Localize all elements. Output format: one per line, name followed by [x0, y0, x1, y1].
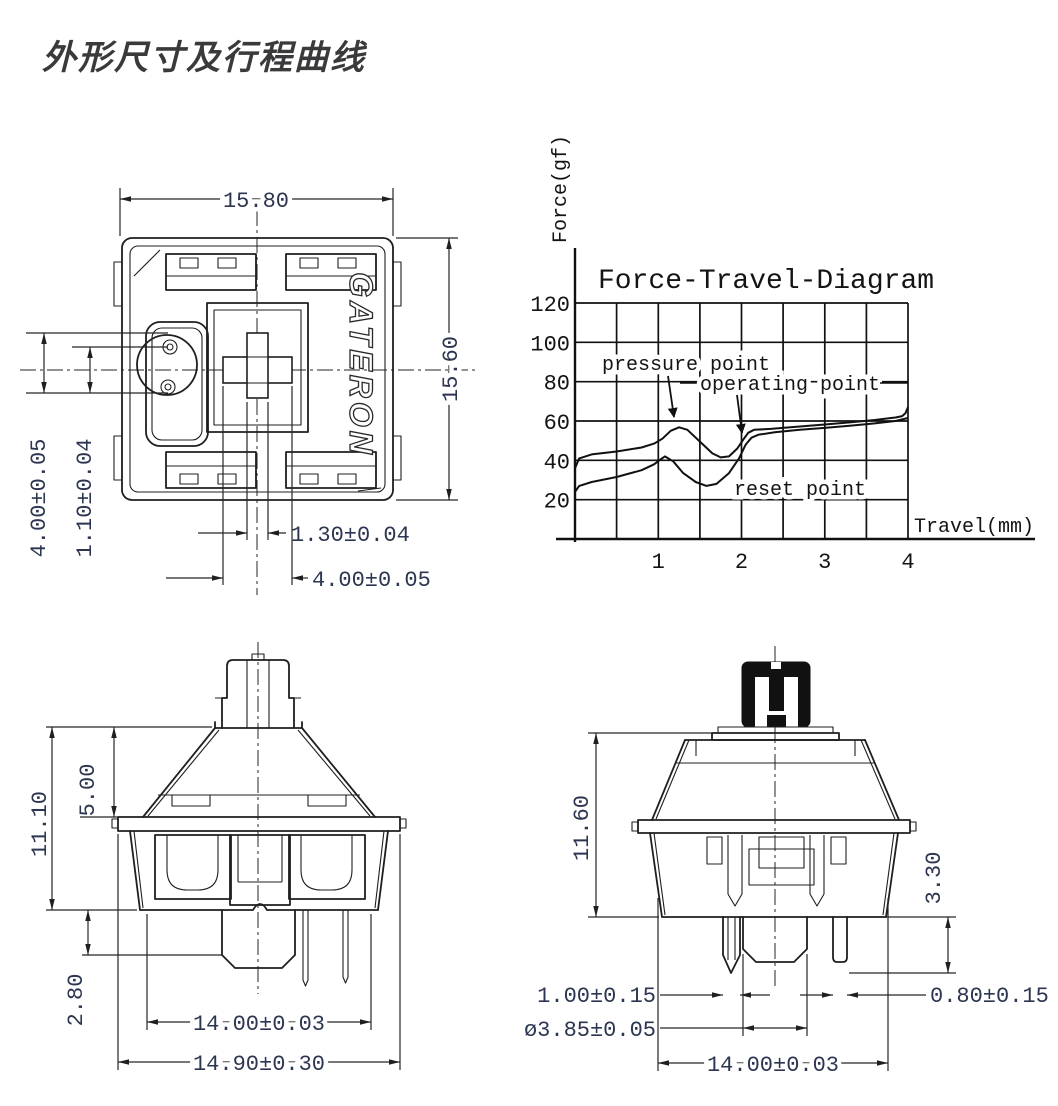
dim-led-offset: 1.10±0.04	[73, 439, 98, 558]
dim-side-bottom-width: 14.00±0.03	[707, 1053, 839, 1078]
stem-black	[741, 661, 811, 728]
y-tick-label: 40	[544, 450, 570, 475]
top-view-drawing: GATERON 15.80 15.60 4.00±0.05 1.10±0.04 …	[20, 185, 476, 595]
x-tick-labels: 1 2 3 4	[652, 550, 915, 575]
force-travel-chart: Force-Travel-Diagram Force(gf) Travel(mm…	[530, 135, 1035, 575]
dim-pin-thickness: 0.80±0.15	[930, 984, 1049, 1009]
stem-cross	[222, 332, 293, 399]
dim-post-diameter: ø3.85±0.05	[524, 1018, 656, 1043]
y-tick-label: 120	[530, 293, 570, 318]
dim-overall-width: 15.80	[223, 189, 289, 214]
x-tick-label: 1	[652, 550, 665, 575]
side-view-dimensions: 11.60 3.30 1.00±0.15 ø3.85±0.05 0.80±0.1…	[524, 732, 1049, 1083]
dim-front-height: 11.10	[28, 791, 53, 857]
dim-stem-rib: 1.30±0.04	[291, 523, 410, 548]
x-tick-label: 3	[818, 550, 831, 575]
operating-point-arrow	[735, 394, 746, 434]
x-axis-label: Travel(mm)	[914, 516, 1034, 539]
dim-pin-width: 1.00±0.15	[537, 984, 656, 1009]
top-view-dimensions: 15.80 15.60 4.00±0.05 1.10±0.04 1.30±0.0…	[26, 185, 469, 593]
y-tick-label: 80	[544, 372, 570, 397]
front-view-body	[111, 653, 407, 987]
curve-press	[574, 406, 909, 469]
annotation-pressure-point: pressure point	[602, 354, 770, 377]
chart-annotations: pressure point operating point reset poi…	[598, 350, 908, 507]
front-view-dimensions: 11.10 5.00 2.80 14.00±0.03 14.90±0.30	[28, 726, 401, 1082]
annotation-reset-point: reset point	[734, 479, 866, 502]
brand-logo: GATERON	[343, 272, 379, 458]
curve-release	[574, 417, 909, 493]
y-tick-label: 100	[530, 332, 570, 357]
dim-bottom-width: 14.00±0.03	[193, 1012, 325, 1037]
dim-led-pitch: 4.00±0.05	[27, 439, 52, 558]
y-axis-label: Force(gf)	[550, 135, 573, 243]
dim-side-height: 11.60	[570, 795, 595, 861]
y-tick-labels: 20 40 60 80 100 120	[530, 293, 570, 515]
pressure-point-arrow	[667, 375, 678, 418]
led-hole-circle	[136, 334, 198, 396]
side-view-body	[631, 661, 917, 974]
top-view-body: GATERON	[113, 237, 402, 501]
pin-round	[832, 916, 848, 963]
dim-flange-width: 14.90±0.30	[193, 1052, 325, 1077]
pin-pointed	[722, 916, 741, 974]
chart-title: Force-Travel-Diagram	[598, 266, 934, 297]
y-tick-label: 60	[544, 411, 570, 436]
dim-overall-depth: 15.60	[439, 336, 464, 402]
dim-post-protrusion: 3.30	[922, 852, 947, 905]
annotation-operating-point: operating point	[700, 374, 880, 397]
dim-pin-protrusion: 2.80	[64, 974, 89, 1027]
pin-right	[342, 910, 349, 984]
x-tick-label: 4	[901, 550, 914, 575]
x-tick-label: 2	[735, 550, 748, 575]
pin-left	[302, 910, 309, 987]
y-tick-label: 20	[544, 490, 570, 515]
front-view-drawing: 11.10 5.00 2.80 14.00±0.03 14.90±0.30	[28, 642, 407, 1082]
center-post	[742, 916, 808, 963]
side-view-drawing: 11.60 3.30 1.00±0.15 ø3.85±0.05 0.80±0.1…	[524, 646, 1049, 1083]
dim-stem-cross: 4.00±0.05	[312, 568, 431, 593]
dim-upper-height: 5.00	[76, 764, 101, 817]
force-curves	[574, 406, 909, 493]
page-title: 外形尺寸及行程曲线	[42, 39, 366, 77]
